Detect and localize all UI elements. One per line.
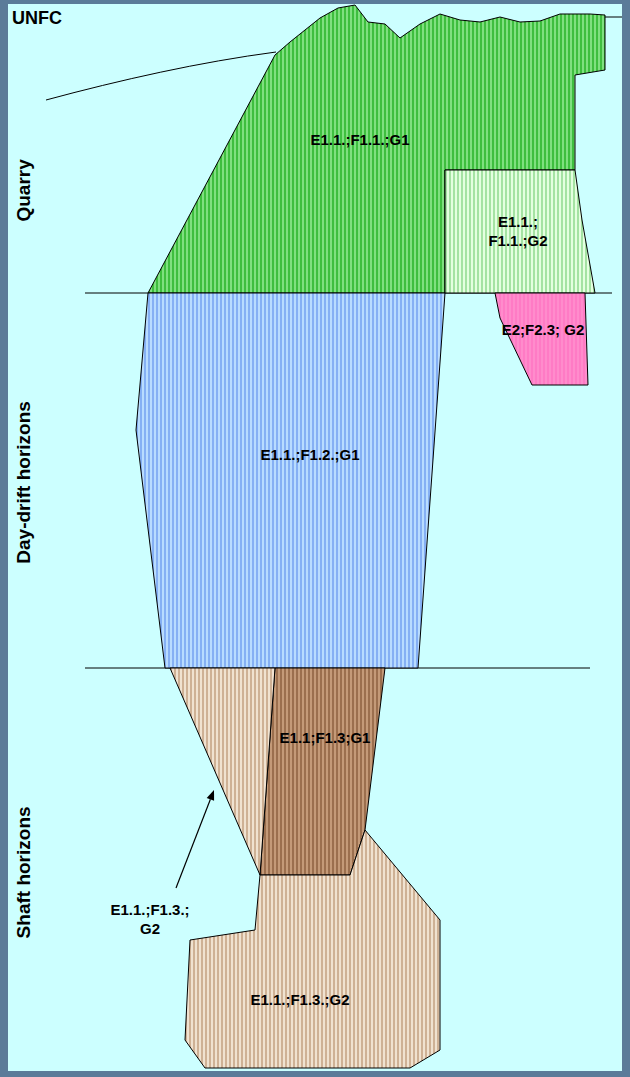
shaft-region: E1.1.;F1.3.; G2 [170,668,275,875]
quarry-region: E2;F2.3; G2 [495,293,588,385]
region-class-code: E1.1.;F1.3.; G2 [100,901,200,939]
region-class-code: E1.1;F1.3;G1 [271,729,379,748]
region-outline [170,668,275,875]
shaft-region: E1.1.;F1.3.;G2 [185,830,440,1068]
zone-label: Day-drift horizons [13,401,36,564]
region-outline [445,170,595,293]
region-outline [148,5,605,293]
region-shape [185,830,440,1068]
leader-arrowhead [207,790,214,801]
quarry-region: E1.1.; F1.1.;G2 [445,170,595,293]
region-class-code: E1.1.;F1.1.;G1 [250,131,470,150]
region-class-code: E1.1.;F1.3.;G2 [200,991,400,1010]
leader-line [176,799,210,888]
region-outline [185,830,440,1068]
region-class-code: E1.1.;F1.2.;G1 [185,446,435,465]
region-class-code: E2;F2.3; G2 [501,321,585,340]
zone-label: Quarry [13,159,36,221]
day-drift-region: E1.1.;F1.2.;G1 [136,293,445,668]
region-shape [170,668,275,875]
zone-label: Shaft horizons [13,806,36,938]
region-shape [495,293,588,385]
region-outline [495,293,588,385]
region-class-code: E1.1.; F1.1.;G2 [468,213,568,251]
diagram-title-label: UNFC [12,8,62,30]
terrain-line [604,17,622,18]
terrain-line [46,52,276,100]
region-outline [136,293,445,668]
region-shape [136,293,445,668]
region-shape [445,170,595,293]
